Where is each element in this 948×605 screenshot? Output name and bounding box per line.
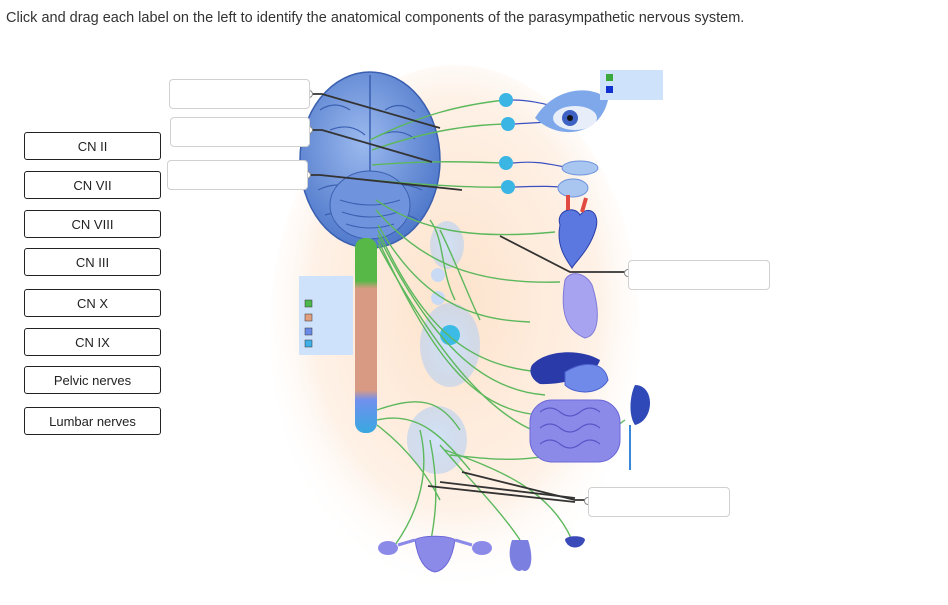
label-pelvic-nerves[interactable]: Pelvic nerves	[24, 366, 161, 394]
leader-lines	[308, 93, 628, 503]
ganglion-bubble-lower	[407, 406, 467, 474]
label-cn-x[interactable]: CN X	[24, 289, 161, 317]
drop-target-4[interactable]	[628, 260, 770, 290]
brain	[299, 71, 441, 249]
kidney	[630, 385, 650, 425]
label-cn-ix[interactable]: CN IX	[24, 328, 161, 356]
label-cn-iii[interactable]: CN III	[24, 248, 161, 276]
eye	[535, 90, 608, 133]
label-cn-viii[interactable]: CN VIII	[24, 210, 161, 238]
intestines	[529, 399, 621, 463]
instructions-text: Click and drag each label on the left to…	[6, 10, 745, 26]
stomach	[564, 364, 609, 393]
drop-target-2[interactable]	[170, 117, 310, 147]
drop-target-3[interactable]	[167, 160, 308, 190]
cranial-ganglia	[499, 93, 515, 194]
pelvic-organs	[378, 535, 585, 573]
lung	[562, 273, 598, 339]
spinal-cord	[355, 238, 377, 433]
label-lumbar-nerves[interactable]: Lumbar nerves	[24, 407, 161, 435]
salivary-glands	[557, 160, 599, 198]
drop-target-1[interactable]	[169, 79, 310, 109]
label-cn-ii[interactable]: CN II	[24, 132, 161, 160]
label-cn-vii[interactable]: CN VII	[24, 171, 161, 199]
drop-target-5[interactable]	[588, 487, 730, 517]
heart	[558, 195, 598, 269]
